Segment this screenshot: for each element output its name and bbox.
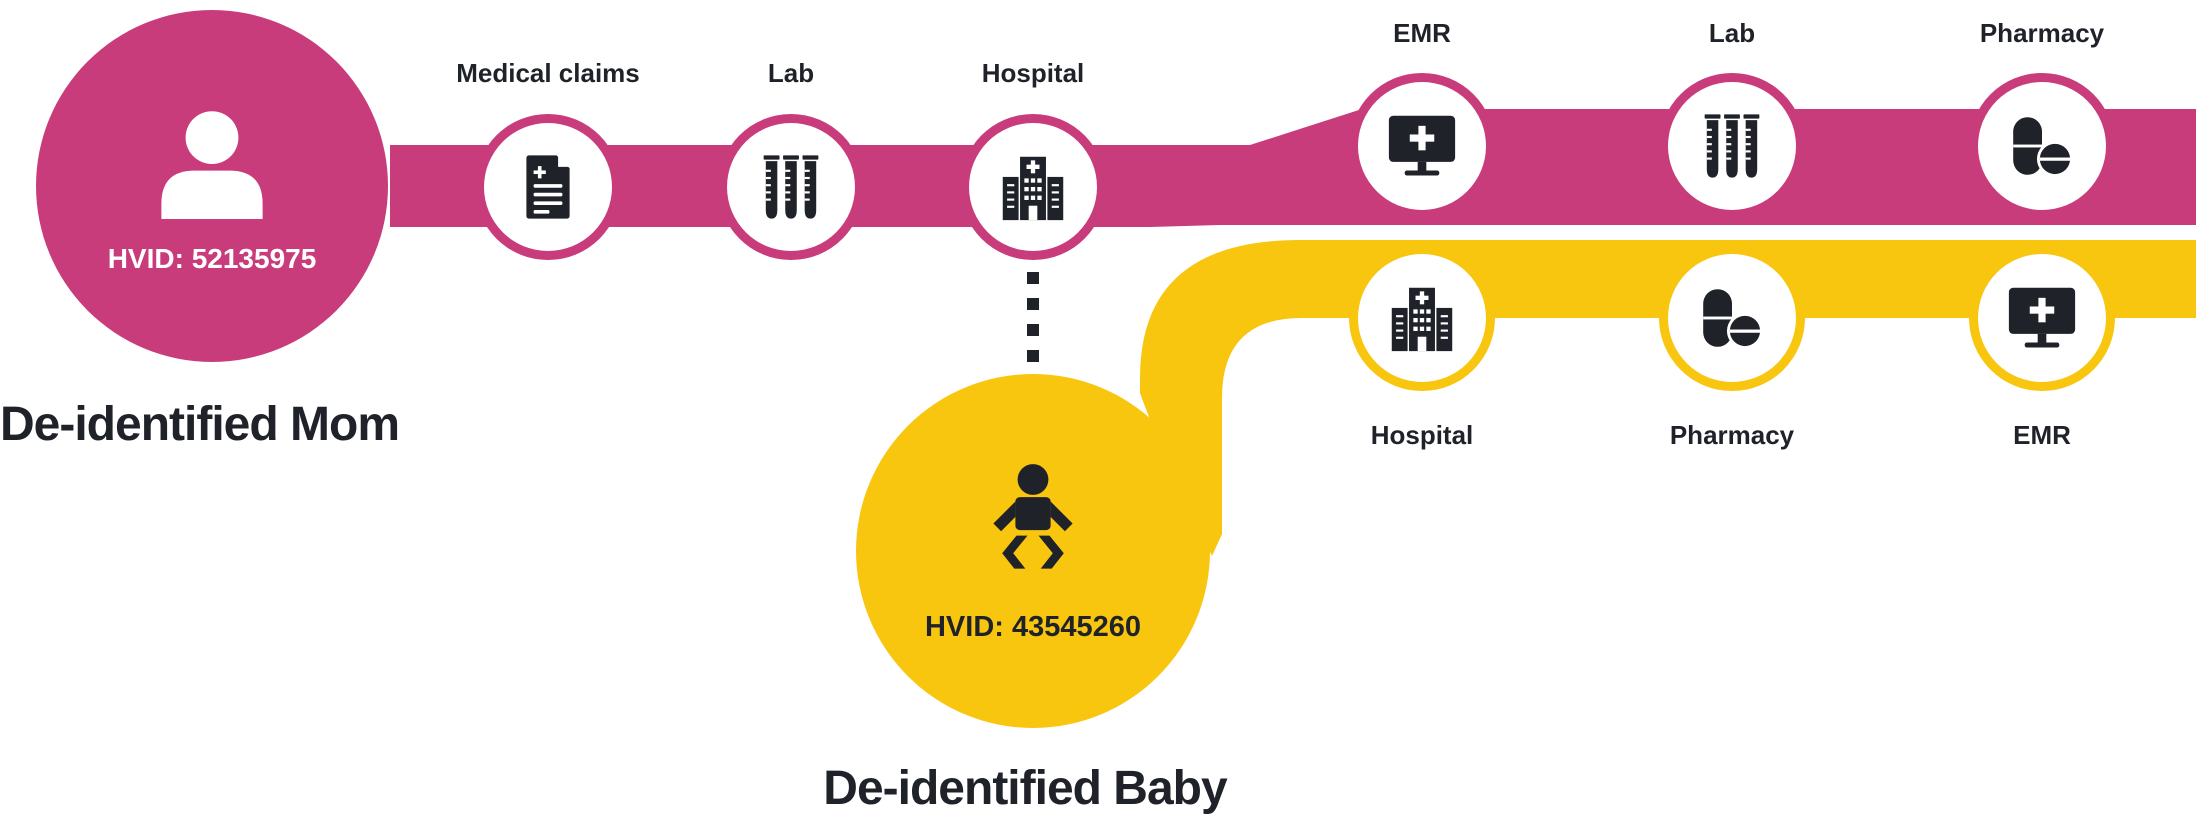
connector-dot <box>1027 272 1039 284</box>
event-label: EMR <box>2013 420 2071 450</box>
event-node: Hospital <box>1349 245 1495 450</box>
event-node: EMR <box>1349 18 1495 219</box>
baby-hvid: HVID: 43545260 <box>925 611 1141 643</box>
connector-dot <box>1027 350 1039 362</box>
event-label: Pharmacy <box>1980 18 2105 48</box>
test-tubes-icon <box>763 155 819 219</box>
event-node: Lab <box>1659 18 1805 219</box>
birth-connector <box>1027 272 1039 362</box>
test-tubes-icon <box>1704 114 1760 178</box>
mom-profile: HVID: 52135975 <box>36 10 388 362</box>
mom-timeline-band <box>390 109 2196 227</box>
band-separator <box>1290 225 2196 239</box>
event-label: Hospital <box>1371 420 1474 450</box>
baby-avatar <box>856 374 1210 728</box>
event-node: Pharmacy <box>1659 245 1805 450</box>
event-label: EMR <box>1393 18 1451 48</box>
event-label: Pharmacy <box>1670 420 1795 450</box>
event-node: EMR <box>1969 245 2115 450</box>
event-node: Hospital <box>960 58 1106 260</box>
baby-events: Hospital Pharmacy EMR <box>1349 245 2115 450</box>
event-label: Medical claims <box>456 58 640 88</box>
connector-dot <box>1027 324 1039 336</box>
timeline-lines <box>390 109 2196 556</box>
mom-title: De-identified Mom <box>0 398 399 451</box>
baby-profile: HVID: 43545260 <box>856 374 1210 728</box>
event-node: Pharmacy <box>1969 18 2115 219</box>
event-label: Lab <box>1709 18 1755 48</box>
event-node: Medical claims <box>456 58 640 260</box>
mom-hvid: HVID: 52135975 <box>108 243 317 274</box>
event-node: Lab <box>718 58 864 260</box>
connector-dot <box>1027 298 1039 310</box>
document-icon <box>526 155 570 219</box>
event-label: Hospital <box>982 58 1085 88</box>
event-label: Lab <box>768 58 814 88</box>
baby-title: De-identified Baby <box>823 762 1228 815</box>
